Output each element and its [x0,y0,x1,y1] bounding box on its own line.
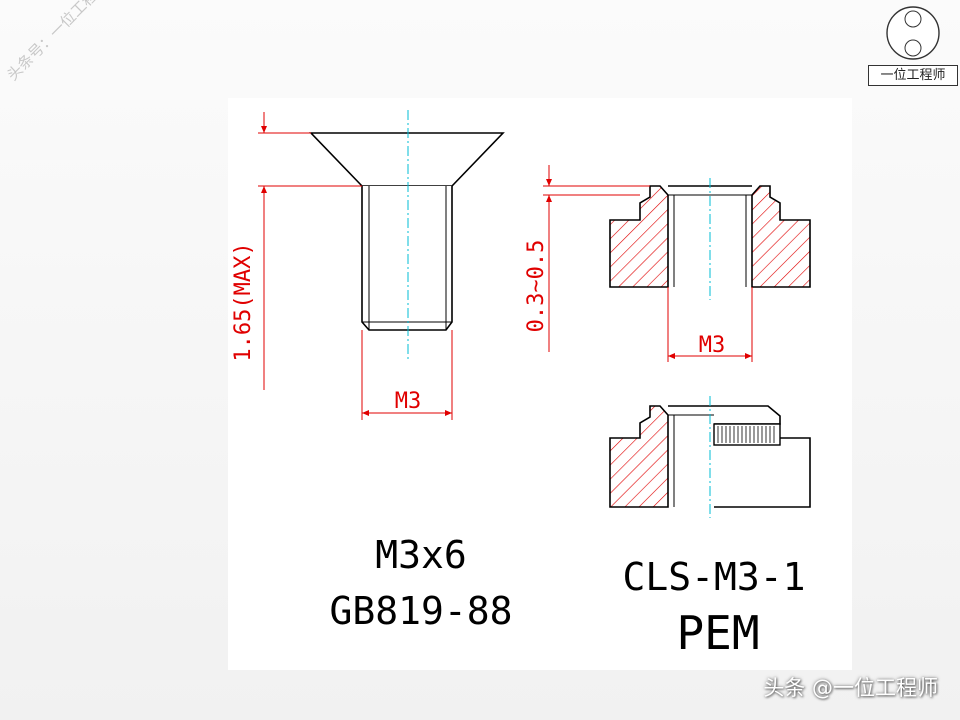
nut-thread-label: M3 [699,333,726,358]
drawing-sheet [228,98,852,670]
screw-shank [361,186,453,331]
nut-caption-line2: PEM [676,606,759,660]
watermark-bottom: 头条 @一位工程师 [763,676,938,700]
clinch-nut-half-view [609,396,811,518]
nut-dimensions: 0.3~0.5 M3 [524,165,753,362]
seal-bottom-circle [904,39,922,57]
nut-section-left [609,185,669,288]
seal-outer-circle [886,6,940,60]
knurl-lines [717,426,775,443]
logo-name-box: 一位工程师 [868,65,958,86]
nut-knurl-band [713,423,781,446]
nut-half-section [609,405,669,508]
countersunk-screw [309,110,505,360]
nut-caption-line1: CLS-M3-1 [622,555,805,599]
screw-caption-line1: M3x6 [375,533,467,577]
clinch-nut-section [609,178,811,300]
nut-section-right [751,185,811,288]
nut-half-body [714,437,811,508]
nut-recess-dimension: 0.3~0.5 [524,240,549,333]
screw-thread-label: M3 [395,389,422,414]
screw-height-dimension: 1.65(MAX) [231,242,256,361]
seal-top-circle [904,10,922,28]
logo-seal [886,6,940,60]
screw-caption-line2: GB819-88 [329,589,512,633]
screw-dimensions: 1.65(MAX) M3 [231,112,453,420]
